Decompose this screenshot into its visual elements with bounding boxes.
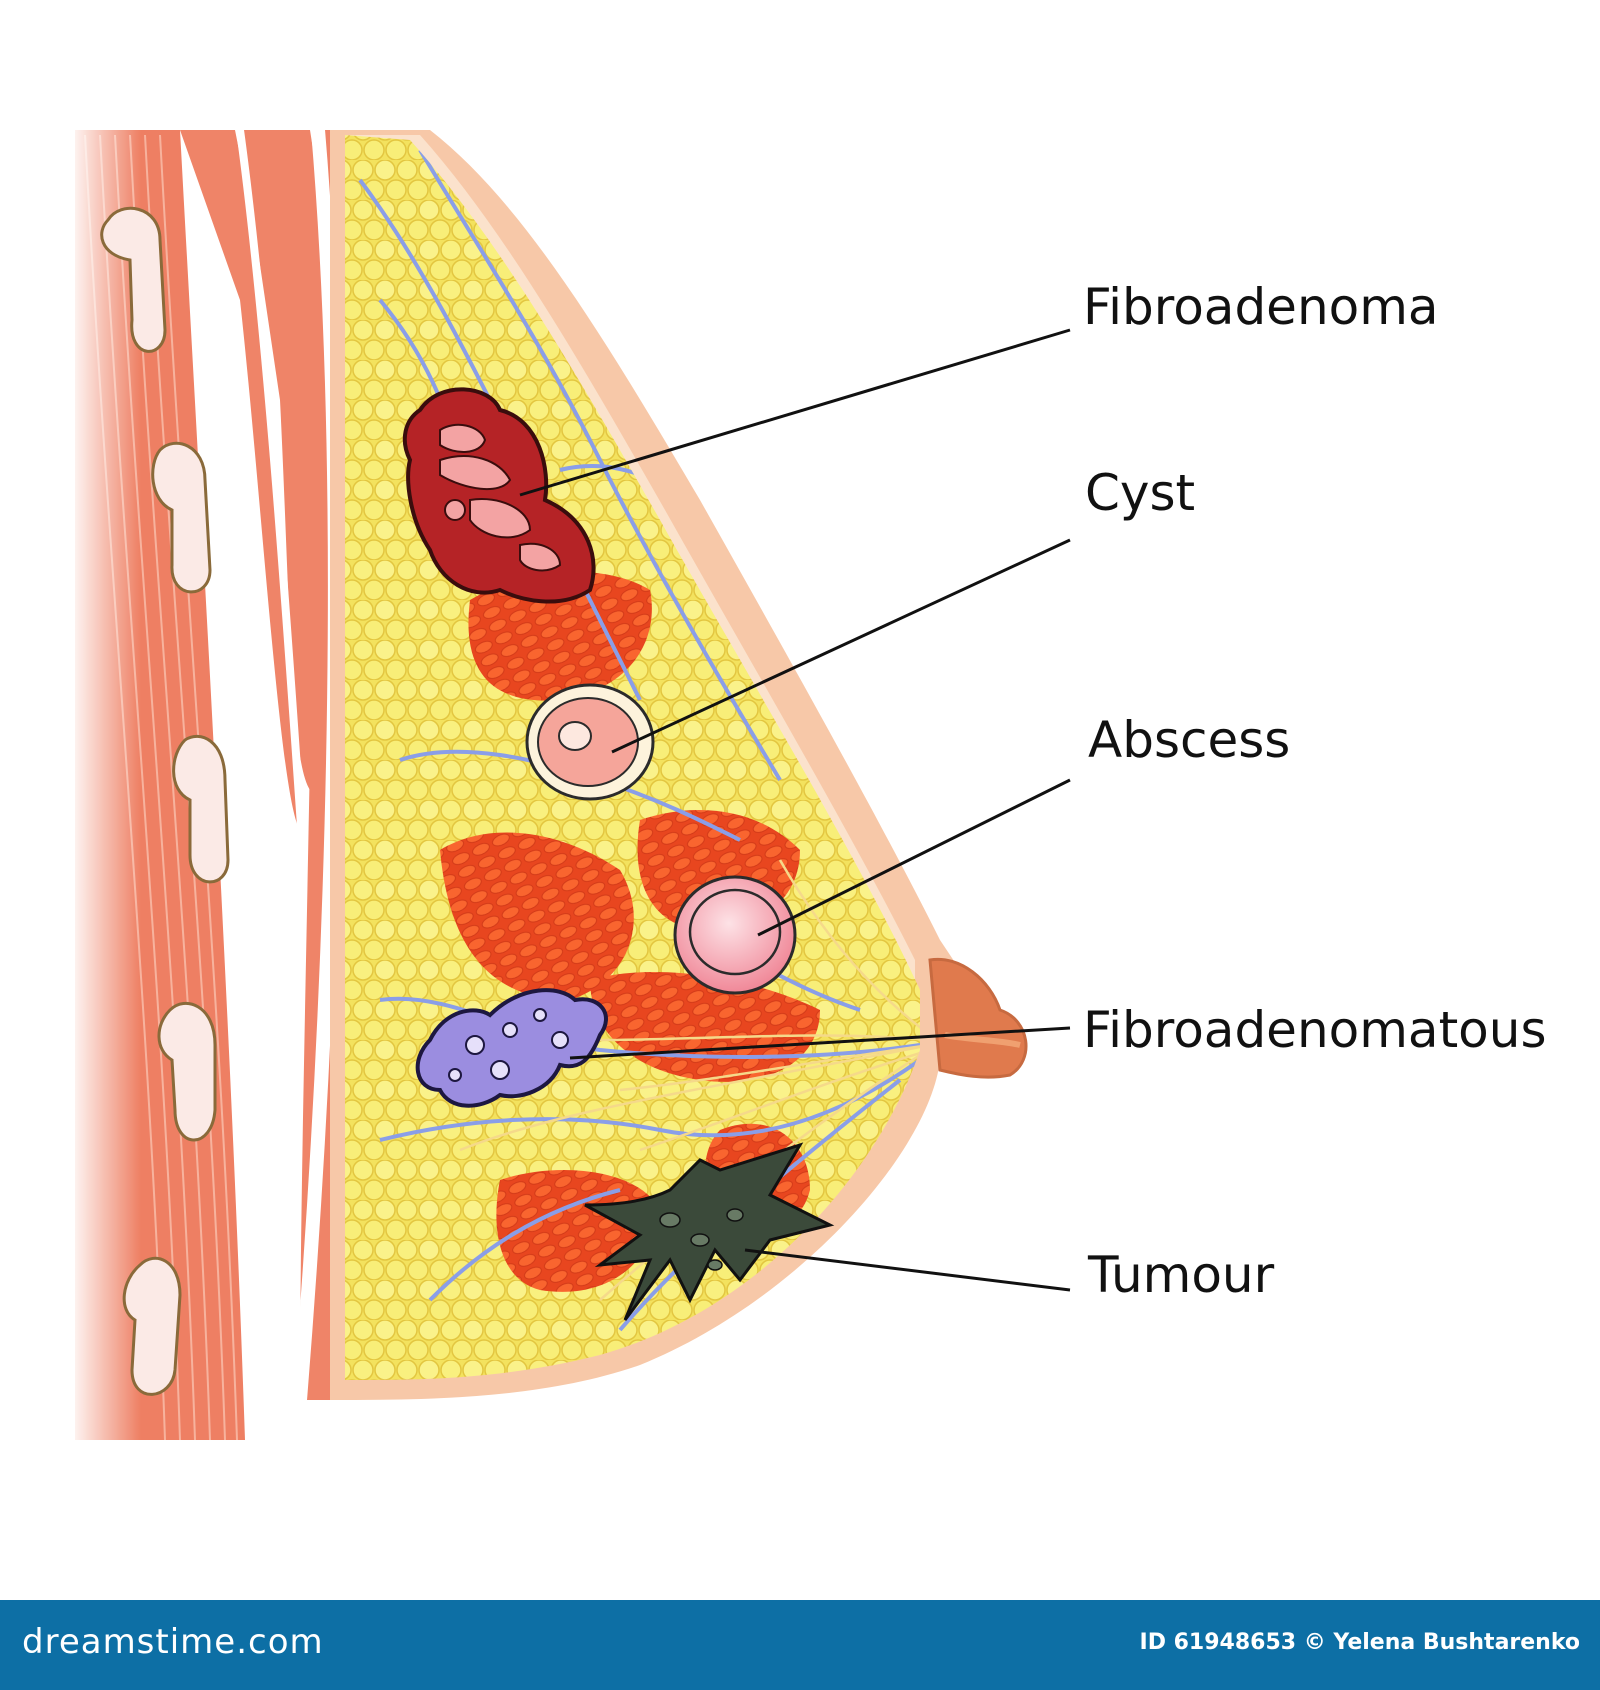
rib	[172, 734, 230, 884]
footer-credit: ID 61948653 © Yelena Bushtarenko	[1139, 1630, 1580, 1655]
leader-line-fibroadenomatous	[569, 1026, 1071, 1060]
rib	[100, 206, 167, 353]
label-abscess: Abscess	[1088, 711, 1291, 769]
rib	[157, 1001, 217, 1142]
leader-lines	[519, 328, 1071, 1292]
footer-site-link[interactable]: dreamstime.com	[22, 1622, 324, 1662]
leader-line-tumour	[744, 1248, 1071, 1292]
fibroadenoma-lesion	[402, 387, 596, 604]
rib	[151, 441, 212, 594]
rib	[122, 1256, 182, 1396]
leader-line-cyst	[611, 538, 1071, 754]
leader-line-fibroadenoma	[519, 328, 1071, 497]
leader-line-abscess	[757, 778, 1071, 937]
chest-wall	[75, 130, 245, 1441]
footer-bar: dreamstime.com ID 61948653 © Yelena Bush…	[0, 1600, 1600, 1690]
label-tumour: Tumour	[1088, 1246, 1275, 1304]
label-fibroadenomatous: Fibroadenomatous	[1083, 1001, 1547, 1059]
label-fibroadenoma: Fibroadenoma	[1083, 278, 1439, 336]
abscess-lesion	[673, 875, 797, 995]
nipple	[928, 957, 1028, 1079]
label-cyst: Cyst	[1085, 464, 1196, 522]
tumour-lesion	[584, 1142, 835, 1321]
cyst-lesion	[525, 683, 655, 801]
breast-anatomy-diagram	[75, 130, 1071, 1441]
